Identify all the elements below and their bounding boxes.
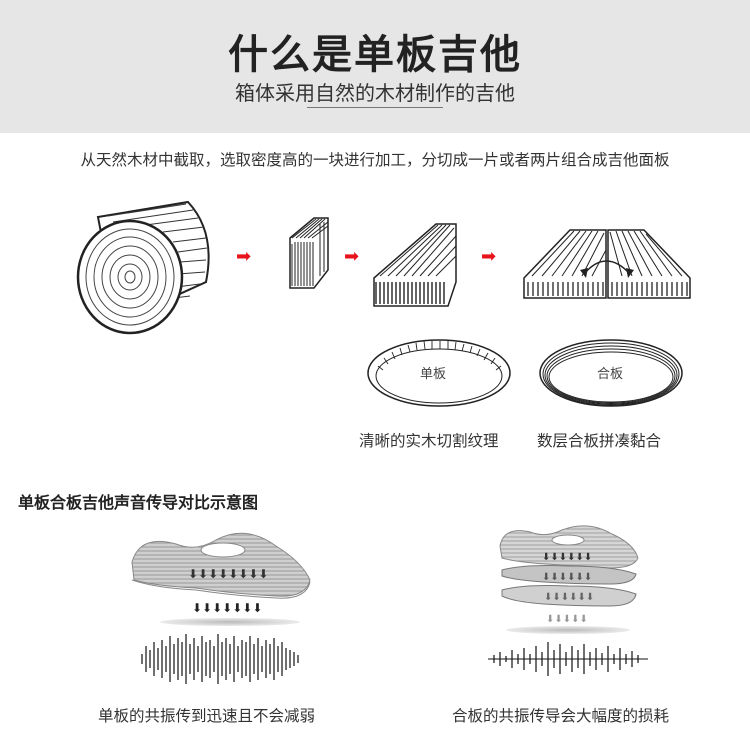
svg-text:⬇⬇⬇⬇⬇⬇: ⬇⬇⬇⬇⬇⬇	[544, 592, 594, 603]
header-banner: 什么是单板吉他 箱体采用自然的木材制作的吉他	[0, 0, 750, 133]
laminate-guitar-top-icon: ⬇⬇⬇⬇⬇⬇ ⬇⬇⬇⬇⬇⬇ ⬇⬇⬇⬇⬇⬇ ⬇⬇⬇⬇⬇	[499, 525, 639, 625]
process-arrow-3: ➡	[481, 246, 497, 267]
laminate-resonance-caption: 合板的共振传导会大幅度的损耗	[452, 707, 670, 725]
laminate-board-caption: 数层合板拼凑黏合	[537, 432, 662, 450]
svg-text:⬇⬇⬇⬇⬇⬇: ⬇⬇⬇⬇⬇⬇	[542, 572, 592, 583]
laminate-board-oval	[539, 339, 683, 407]
subtitle-underline	[307, 107, 443, 108]
svg-text:⬇⬇⬇⬇⬇⬇: ⬇⬇⬇⬇⬇⬇	[542, 552, 592, 563]
wood-block-icon	[289, 217, 329, 289]
solid-board-caption: 清晰的实木切割纹理	[359, 432, 499, 450]
process-arrow-1: ➡	[236, 246, 252, 267]
svg-text:⬇⬇⬇⬇⬇⬇⬇⬇: ⬇⬇⬇⬇⬇⬇⬇⬇	[188, 567, 268, 581]
solid-board-label: 单板	[420, 367, 447, 382]
svg-text:⬇⬇⬇⬇⬇: ⬇⬇⬇⬇⬇	[546, 614, 588, 625]
solid-board-oval	[367, 339, 511, 407]
log-icon	[76, 200, 210, 335]
solid-resonance-caption: 单板的共振传到迅速且不会减弱	[98, 707, 316, 725]
svg-text:⬇⬇⬇⬇⬇⬇⬇: ⬇⬇⬇⬇⬇⬇⬇	[192, 601, 262, 615]
page-subtitle: 箱体采用自然的木材制作的吉他	[235, 81, 515, 105]
laminate-soundwave-icon	[488, 642, 648, 676]
laminate-shadow	[506, 626, 630, 634]
intro-text: 从天然木材中截取，选取密度高的一块进行加工，分切成一片或者两片组合成吉他面板	[80, 151, 670, 169]
page-title: 什么是单板吉他	[228, 32, 522, 78]
comparison-section-title: 单板合板吉他声音传导对比示意图	[18, 493, 259, 512]
solid-guitar-top-icon: ⬇⬇⬇⬇⬇⬇⬇⬇ ⬇⬇⬇⬇⬇⬇⬇	[131, 532, 311, 615]
solid-soundwave-icon	[141, 634, 299, 684]
solid-shadow	[160, 618, 300, 626]
split-planks-icon	[523, 229, 691, 299]
laminate-board-label: 合板	[597, 367, 624, 382]
cut-plank-icon	[373, 223, 457, 307]
process-arrow-2: ➡	[344, 246, 360, 267]
